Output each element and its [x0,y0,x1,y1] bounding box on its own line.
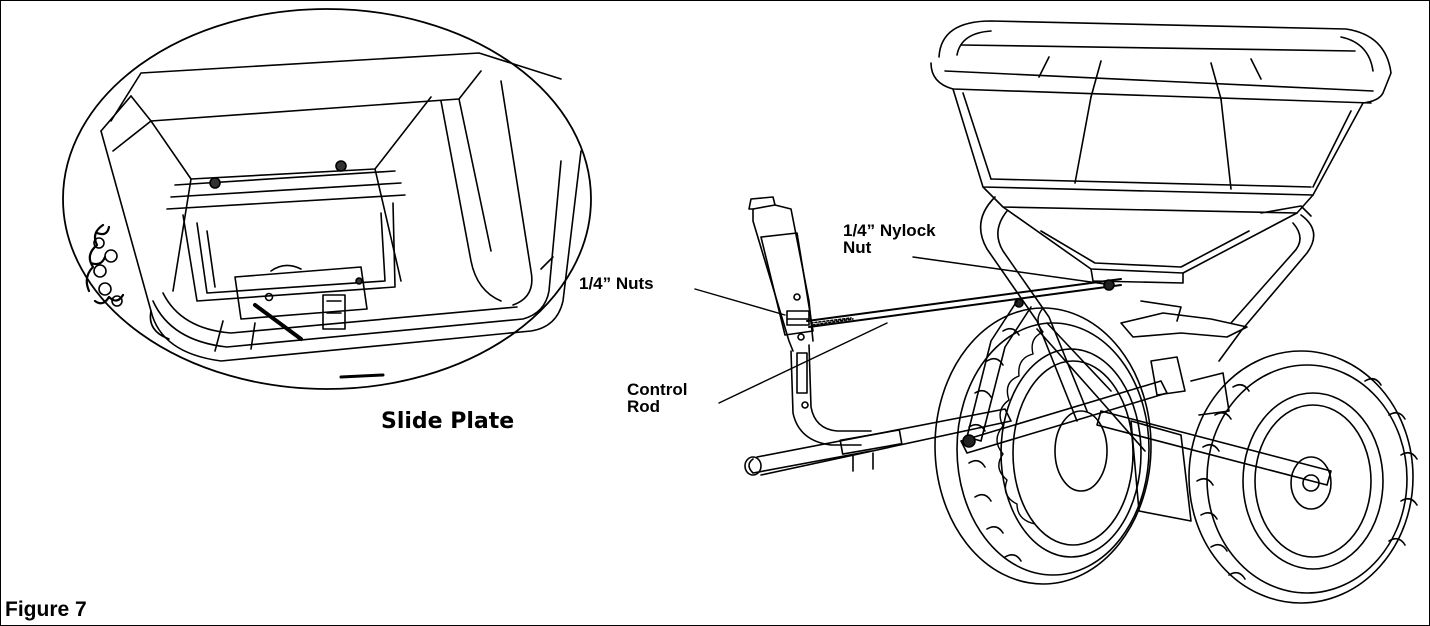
nylock-nut-label: 1/4” Nylock Nut [843,221,936,257]
leader-lines [694,256,1106,404]
nylock-nut-leader [912,256,1106,285]
nuts-leader [694,288,786,316]
control-rod-label: Control Rod [627,380,688,416]
spreader-assembly [744,20,1418,604]
control-rod-leader [718,322,888,404]
figure-caption: Figure 7 [5,598,87,621]
slide-plate-detail-inset [62,8,592,390]
slide-plate-label: Slide Plate [381,409,515,434]
nuts-label: 1/4” Nuts [579,274,654,293]
